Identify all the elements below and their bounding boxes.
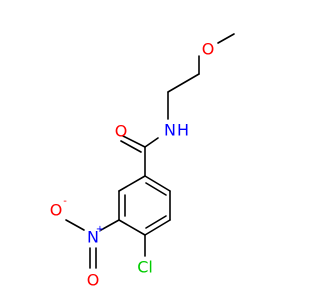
bond-n-c-amide xyxy=(144,137,159,148)
bond-ring-1-inner xyxy=(145,182,167,196)
atom-nitrogen-amide-h: H xyxy=(177,121,189,140)
molecule-structure: O N H O N + O - O Cl xyxy=(50,33,235,290)
bond-carbonyl-2 xyxy=(120,140,142,153)
bond-ring-4 xyxy=(118,219,146,236)
atom-chlorine: Cl xyxy=(137,258,153,277)
charge-nitrogen-plus: + xyxy=(96,224,104,235)
bond-nitro-ominus xyxy=(65,219,85,231)
atom-nitrogen-amide: N xyxy=(164,121,176,140)
charge-oxygen-minus: - xyxy=(63,196,67,207)
atom-labels: O N H O N + O - O Cl xyxy=(50,40,215,290)
bond-ring-1 xyxy=(144,175,171,192)
atom-oxygen-nitro-double: O xyxy=(87,271,100,290)
atom-oxygen-methoxy: O xyxy=(202,40,215,59)
bond-carbonyl-1 xyxy=(122,135,146,148)
atom-nitrogen-nitro: N xyxy=(87,228,99,247)
bond-ring-3 xyxy=(144,219,171,236)
bond-ch2-ch2 xyxy=(167,73,200,93)
bond-ring-3-inner xyxy=(145,215,167,229)
bond-ring-nitro xyxy=(100,219,120,231)
bond-ch3-o xyxy=(217,33,235,44)
bonds xyxy=(65,33,235,269)
atom-oxygen-nitro-minus: O xyxy=(50,201,63,220)
atom-oxygen-carbonyl: O xyxy=(115,122,128,141)
bond-ring-6 xyxy=(118,175,146,192)
